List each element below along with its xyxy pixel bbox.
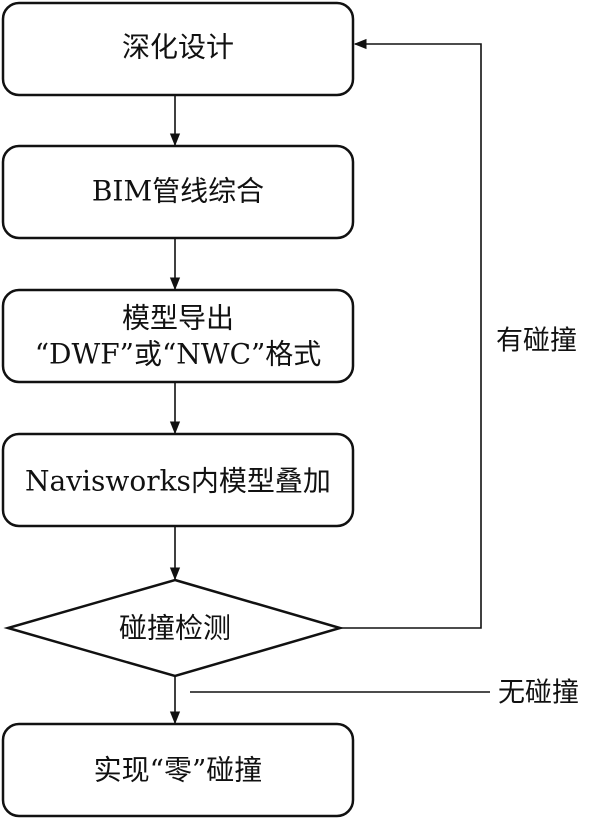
node-bim-pipeline: BIM管线综合: [1, 144, 355, 240]
node-model-export-line1: 模型导出: [122, 302, 234, 335]
node-collision-check-label: 碰撞检测: [119, 612, 231, 645]
node-collision-check: 碰撞检测: [3, 578, 345, 678]
node-zero-collision: 实现“零”碰撞: [1, 722, 355, 818]
node-model-export: 模型导出 “DWF”或“NWC”格式: [1, 288, 355, 384]
node-deepen-design-label: 深化设计: [122, 31, 234, 64]
node-bim-pipeline-label: BIM管线综合: [92, 175, 264, 208]
node-navisworks-overlay: Navisworks内模型叠加: [1, 432, 355, 528]
arrow-feedback-loop: [340, 38, 482, 629]
node-model-export-line2: “DWF”或“NWC”格式: [35, 338, 322, 371]
node-zero-collision-label: 实现“零”碰撞: [94, 754, 263, 787]
edge-label-no-collision: 无碰撞: [498, 678, 579, 709]
node-deepen-design: 深化设计: [1, 1, 355, 97]
node-navisworks-overlay-label: Navisworks内模型叠加: [25, 465, 331, 498]
edge-label-has-collision: 有碰撞: [496, 326, 577, 357]
